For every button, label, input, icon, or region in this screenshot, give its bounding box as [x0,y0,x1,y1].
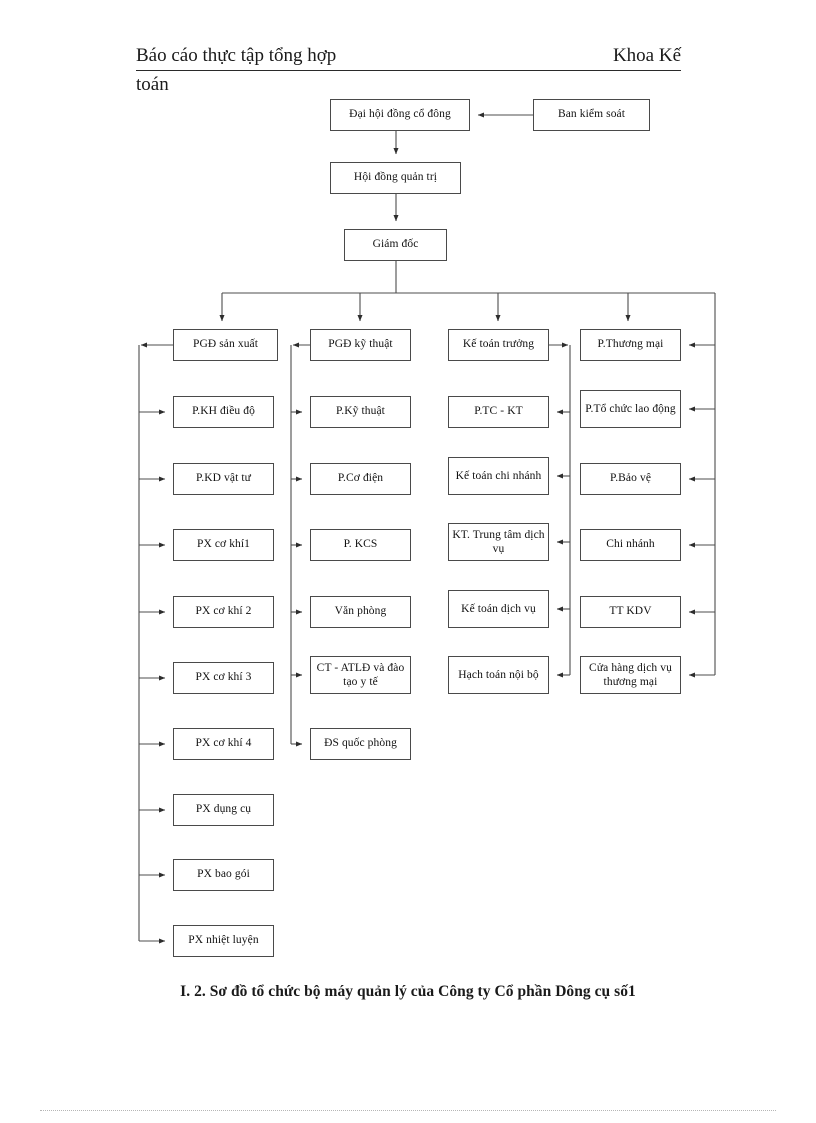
org-node-chi-nhanh: Chi nhánh [580,529,681,561]
header-title-right: Khoa Kế [612,45,681,66]
org-node-px-ck3: PX cơ khí 3 [173,662,274,694]
org-node-px-ck2: PX cơ khí 2 [173,596,274,628]
org-node-hdqt: Hội đồng quản trị [330,162,461,194]
footer-divider [40,1110,776,1111]
org-node-px-bg: PX bao gói [173,859,274,891]
org-node-px-ck4: PX cơ khí 4 [173,728,274,760]
org-node-bks: Ban kiểm soát [533,99,650,131]
figure-caption: I. 2. Sơ đồ tổ chức bộ máy quản lý của C… [180,983,636,1000]
org-node-pgd-kt: PGĐ kỹ thuật [310,329,411,361]
org-node-van-phong: Văn phòng [310,596,411,628]
org-node-ct-atld: CT - ATLĐ và đào tạo y tế [310,656,411,694]
org-node-giamdoc: Giám đốc [344,229,447,261]
org-node-p-co-dien: P.Cơ điện [310,463,411,495]
org-node-hach-toan: Hạch toán nội bộ [448,656,549,694]
header-title-wrap: toán [136,74,169,95]
org-node-ke-toan-tr: Kế toán trưởng [448,329,549,361]
document-header: Báo cáo thực tập tổng hợp Khoa Kế toán [136,44,681,97]
org-node-px-nl: PX nhiệt luyện [173,925,274,957]
org-node-px-dc: PX dụng cụ [173,794,274,826]
org-node-p-tc-kt: P.TC - KT [448,396,549,428]
org-node-pgd-sx: PGĐ sản xuất [173,329,278,361]
org-node-p-tm: P.Thương mại [580,329,681,361]
org-node-p-bao-ve: P.Bảo vệ [580,463,681,495]
org-node-px-ck1: PX cơ khí1 [173,529,274,561]
org-node-p-kcs: P. KCS [310,529,411,561]
org-node-kt-ttdv: KT. Trung tâm dịch vụ [448,523,549,561]
org-node-dhdcd: Đại hội đồng cổ đông [330,99,470,131]
org-node-p-ky-thuat: P.Kỹ thuật [310,396,411,428]
header-title-left: Báo cáo thực tập tổng hợp [136,45,337,66]
org-node-kt-chi-nhanh: Kế toán chi nhánh [448,457,549,495]
org-node-ds-qp: ĐS quốc phòng [310,728,411,760]
org-node-p-kd-vt: P.KD vật tư [173,463,274,495]
org-node-p-kh-dd: P.KH điều độ [173,396,274,428]
header-rule-line: Báo cáo thực tập tổng hợp Khoa Kế [136,44,681,71]
org-node-kt-dich-vu: Kế toán dịch vụ [448,590,549,628]
org-node-cua-hang: Cửa hàng dịch vụ thương mại [580,656,681,694]
org-node-p-tc-ld: P.Tổ chức lao động [580,390,681,428]
org-node-tt-kdv: TT KDV [580,596,681,628]
